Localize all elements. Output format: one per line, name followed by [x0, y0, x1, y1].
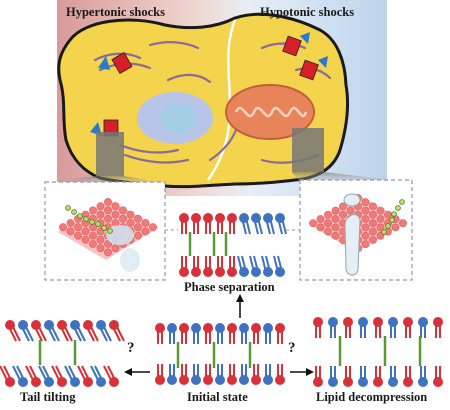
label-hypotonic: Hypotonic shocks — [260, 5, 355, 19]
label-lipid-decompression: Lipid decompression — [316, 390, 428, 404]
arrow-up-phase — [236, 294, 244, 318]
arrow-right-decomp — [290, 368, 314, 376]
zoom-cone-left — [45, 176, 165, 183]
cholesterol-chain-right — [381, 199, 405, 235]
arrow-left-tilt — [124, 368, 150, 376]
label-tail-tilting: Tail tilting — [20, 390, 76, 404]
membrane-initial-state — [155, 323, 285, 385]
membrane-tail-tilting — [0, 320, 125, 387]
membrane-phase-separation — [179, 213, 287, 277]
label-initial-state: Initial state — [187, 390, 248, 404]
membrane-slab-hypotonic — [309, 193, 407, 276]
label-phase-separation: Phase separation — [184, 280, 275, 294]
endoplasmic-reticulum — [93, 41, 332, 164]
question-mark-left: ? — [127, 340, 135, 356]
channel-right-top — [282, 32, 310, 57]
zoom-region-right — [292, 128, 324, 172]
membrane-lipid-decompression — [313, 317, 443, 387]
label-hypertonic: Hypertonic shocks — [66, 5, 165, 19]
question-mark-right: ? — [288, 340, 296, 356]
channel-left-top — [98, 52, 133, 74]
cholesterol-chain-left — [65, 205, 113, 234]
nucleolus — [160, 103, 196, 133]
mitochondrion — [225, 84, 315, 140]
cell-divider — [206, 19, 237, 181]
channel-right-mid — [299, 56, 328, 81]
zoom-region-left — [96, 132, 124, 176]
